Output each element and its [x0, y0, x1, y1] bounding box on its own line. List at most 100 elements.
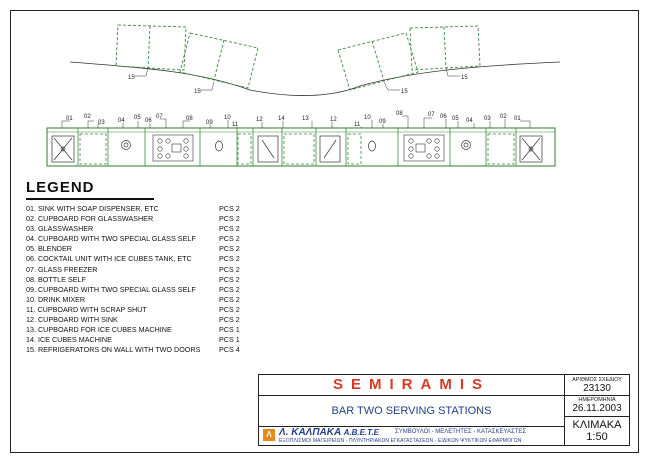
project-name: SEMIRAMIS	[259, 375, 564, 396]
tag-15-a: 15	[128, 75, 135, 81]
sink-center-b	[319, 135, 341, 163]
legend-item-label: 02. CUPBOARD FOR GLASSWASHER	[26, 214, 154, 224]
sheet-border	[10, 10, 639, 453]
company-tagline: ΣΥΜΒΟΥΛΟΙ - ΜΕΛΕΤΗΤΕΣ - ΚΑΤΑΣΚΕΥΑΣΤΕΣ	[395, 429, 527, 435]
scale-value: 1:50	[586, 431, 608, 443]
legend-item: 03. GLASSWASHER PCS 2	[26, 224, 256, 234]
tag-09-right: 09	[379, 119, 386, 125]
legend-item-label: 04. CUPBOARD WITH TWO SPECIAL GLASS SELF	[26, 234, 196, 244]
blender-right	[461, 140, 471, 150]
tag-04-left: 04	[118, 118, 125, 124]
cocktail-unit-left	[152, 134, 194, 162]
date-label: ΗΜΕΡΟΜΗΝΙΑ	[578, 397, 616, 403]
drink-mixer-left	[215, 140, 223, 152]
legend-item-qty: PCS 2	[219, 315, 240, 325]
tag-10-right: 10	[364, 115, 371, 121]
drawing-number: 23130	[583, 383, 611, 394]
tag-10-left: 10	[224, 115, 231, 121]
company-logo-icon: Λ	[263, 429, 275, 441]
company-name: Λ. ΚΑΛΠΑΚΑ Α.Β.Ε.Τ.Ε	[279, 427, 379, 438]
bar-counter	[46, 127, 556, 167]
company-subtitle: ΕΞΟΠΛΙΣΜΟΙ ΜΑΓΕΙΡΕΙΩΝ - ΠΛΥΝΤΗΡΙΑΚΩΝ ΕΓΚ…	[279, 438, 522, 444]
tag-02-right: 02	[500, 114, 507, 120]
legend-item-label: 14. ICE CUBES MACHINE	[26, 335, 112, 345]
refrigerator-right-b	[409, 25, 481, 71]
legend-item: 09. CUPBOARD WITH TWO SPECIAL GLASS SELF…	[26, 285, 256, 295]
title-block-main: SEMIRAMIS BAR TWO SERVING STATIONS Λ Λ. …	[259, 375, 565, 445]
tag-05-left: 05	[134, 115, 141, 121]
legend-item: 02. CUPBOARD FOR GLASSWASHER PCS 2	[26, 214, 256, 224]
legend-item-label: 10. DRINK MIXER	[26, 294, 86, 304]
legend-item-qty: PCS 2	[219, 244, 240, 254]
legend-item-label: 05. BLENDER	[26, 244, 72, 254]
legend-item: 05. BLENDER PCS 2	[26, 244, 256, 254]
tag-07-right: 07	[428, 112, 435, 118]
sink-right	[519, 135, 543, 163]
legend-item-qty: PCS 2	[219, 234, 240, 244]
legend: LEGEND 01. SINK WITH SOAP DISPENSER, ETC…	[26, 180, 256, 355]
tag-11-right: 11	[354, 122, 361, 128]
blender-left	[121, 140, 131, 150]
legend-item: 04. CUPBOARD WITH TWO SPECIAL GLASS SELF…	[26, 234, 256, 244]
legend-item-qty: PCS 2	[219, 224, 240, 234]
legend-item: 11. CUPBOARD WITH SCRAP SHUT PCS 2	[26, 305, 256, 315]
legend-item-qty: PCS 2	[219, 264, 240, 274]
refrigerator-left-b	[179, 32, 259, 89]
legend-item-qty: PCS 1	[219, 325, 240, 335]
legend-item-label: 06. COCKTAIL UNIT WITH ICE CUBES TANK, E…	[26, 254, 192, 264]
date-value: 26.11.2003	[572, 403, 622, 414]
company-name-text: Λ. ΚΑΛΠΑΚΑ	[279, 427, 341, 438]
wall-curve	[69, 61, 561, 96]
tag-15-b: 15	[194, 89, 201, 95]
legend-item-label: 08. BOTTLE SELF	[26, 274, 86, 284]
legend-item-qty: PCS 2	[219, 294, 240, 304]
floor-plan: 15 15 15 15	[46, 24, 561, 167]
tag-01-left: 01	[66, 116, 73, 122]
company-strip: Λ Λ. ΚΑΛΠΑΚΑ Α.Β.Ε.Τ.Ε ΣΥΜΒΟΥΛΟΙ - ΜΕΛΕΤ…	[259, 427, 564, 445]
tag-04-right: 04	[466, 118, 473, 124]
refrigerator-right-a	[337, 32, 419, 91]
tag-02-left: 02	[84, 114, 91, 120]
drink-mixer-right	[368, 140, 376, 152]
legend-item-qty: PCS 2	[219, 214, 240, 224]
legend-title: LEGEND	[26, 179, 95, 196]
tag-14-center: 14	[278, 116, 285, 122]
tag-01-right: 01	[514, 116, 521, 122]
tag-12-center-b: 12	[330, 117, 337, 123]
tag-03-left: 03	[98, 120, 105, 126]
title-block-meta: ΑΡΙΘΜΟΣ ΣΧΕΔΙΟΥ 23130 ΗΜΕΡΟΜΗΝΙΑ 26.11.2…	[565, 375, 629, 445]
tag-15-d: 15	[461, 75, 468, 81]
sink-center-a	[257, 135, 279, 163]
legend-item-label: 09. CUPBOARD WITH TWO SPECIAL GLASS SELF	[26, 284, 196, 294]
legend-item: 06. COCKTAIL UNIT WITH ICE CUBES TANK, E…	[26, 254, 256, 264]
legend-item-qty: PCS 2	[219, 284, 240, 294]
company-legal: Α.Β.Ε.Τ.Ε	[343, 428, 380, 437]
legend-item-label: 01. SINK WITH SOAP DISPENSER, ETC	[26, 204, 159, 213]
legend-item-label: 03. GLASSWASHER	[26, 224, 94, 234]
drawing-description: BAR TWO SERVING STATIONS	[259, 396, 564, 427]
legend-item: 15. REFRIGERATORS ON WALL WITH TWO DOORS…	[26, 345, 256, 355]
legend-item-label: 15. REFRIGERATORS ON WALL WITH TWO DOORS	[26, 345, 201, 355]
legend-item-qty: PCS 2	[219, 254, 240, 264]
cocktail-unit-right	[403, 134, 445, 162]
legend-underline	[26, 198, 154, 200]
tag-05-right: 05	[452, 116, 459, 122]
drawing-number-label: ΑΡΙΘΜΟΣ ΣΧΕΔΙΟΥ	[572, 377, 622, 383]
tag-13-center: 13	[302, 116, 309, 122]
sink-left	[51, 135, 75, 163]
tag-06-right: 06	[440, 114, 447, 120]
tag-08-right: 08	[396, 111, 403, 117]
legend-item-qty: PCS 2	[219, 304, 240, 314]
legend-item-label: 11. CUPBOARD WITH SCRAP SHUT	[26, 304, 147, 314]
scale-label: ΚΛΙΜΑΚΑ	[572, 419, 622, 431]
refrigerator-left-a	[115, 24, 187, 71]
legend-item-qty: PCS 4	[219, 345, 240, 355]
